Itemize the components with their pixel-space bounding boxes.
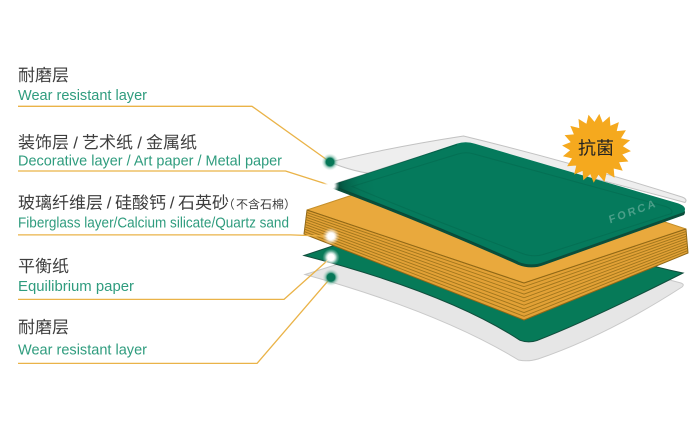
svg-text:Decorative layer / Art paper /: Decorative layer / Art paper / Metal pap… bbox=[18, 153, 282, 170]
svg-text:/: / bbox=[137, 133, 142, 152]
svg-text:Equilibrium paper: Equilibrium paper bbox=[18, 278, 134, 295]
svg-text:/: / bbox=[170, 194, 175, 213]
svg-text:Wear resistant layer: Wear resistant layer bbox=[18, 342, 147, 359]
svg-text:/: / bbox=[107, 194, 112, 213]
svg-text:/: / bbox=[73, 133, 78, 152]
svg-text:Fiberglass layer/Calcium silic: Fiberglass layer/Calcium silicate/Quartz… bbox=[18, 215, 289, 232]
svg-text:Wear resistant layer: Wear resistant layer bbox=[18, 87, 147, 104]
